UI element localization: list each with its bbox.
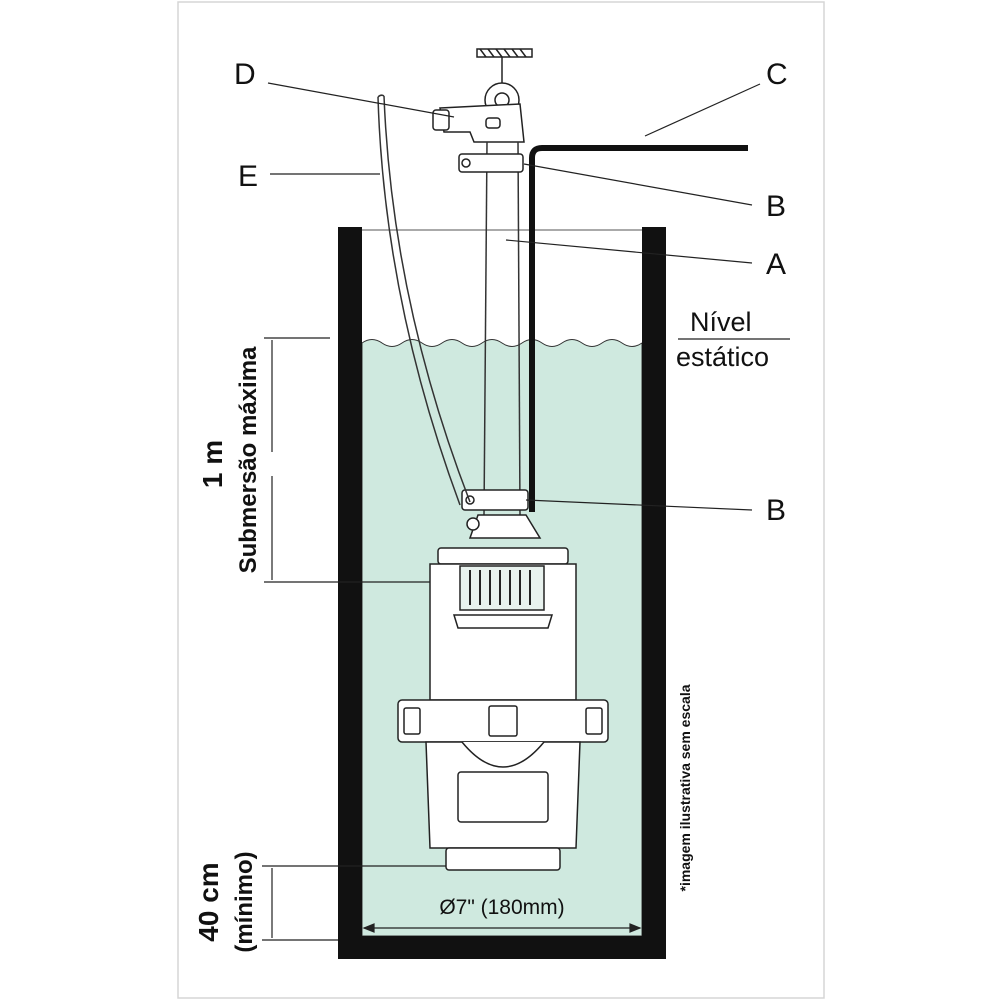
- label-d: D: [234, 58, 256, 91]
- leader-b-lower: [525, 499, 753, 511]
- clamp-lower: [461, 489, 529, 511]
- well-casing: [338, 227, 666, 959]
- leader-d: [267, 82, 455, 118]
- power-cable: [377, 94, 471, 506]
- well-bottom: [338, 936, 666, 959]
- clearance-dimension: [262, 865, 446, 941]
- label-e: E: [238, 160, 258, 193]
- submersion-dimension: [264, 337, 430, 583]
- leader-c: [644, 83, 761, 137]
- diameter-label: Ø7" (180mm): [439, 896, 564, 919]
- submersible-pump: [397, 514, 609, 871]
- clamp-upper: [458, 153, 524, 173]
- submersion-label: Submersão máxima: [235, 346, 262, 573]
- leader-a: [505, 239, 753, 264]
- label-c: C: [766, 58, 788, 91]
- well-wall-left: [338, 227, 362, 959]
- support-rope: [529, 145, 748, 512]
- label-a: A: [766, 248, 786, 281]
- clearance-label: (mínimo): [231, 851, 258, 952]
- riser-pipe: [483, 141, 521, 516]
- static-level-line2: estático: [676, 342, 769, 372]
- leader-b-upper: [523, 163, 753, 206]
- label-b-lower: B: [766, 494, 786, 527]
- submersion-value: 1 m: [197, 440, 228, 488]
- diameter-dimension: [362, 923, 642, 933]
- clearance-value: 40 cm: [193, 862, 224, 941]
- callout-leaders: [267, 82, 790, 511]
- well-wall-right: [642, 227, 666, 959]
- label-b-upper: B: [766, 190, 786, 223]
- static-level-line1: Nível: [690, 307, 752, 337]
- scale-note: *imagem ilustrativa sem escala: [677, 684, 693, 891]
